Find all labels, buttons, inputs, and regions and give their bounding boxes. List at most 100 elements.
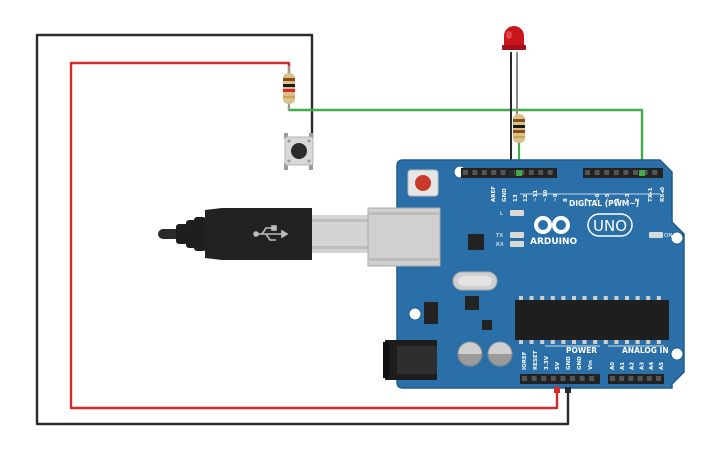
header-pin[interactable] xyxy=(619,376,625,381)
button-leg xyxy=(284,163,288,170)
brand-text: ARDUINO xyxy=(530,237,578,247)
header-pin[interactable] xyxy=(585,170,590,175)
resistor-a-band-3 xyxy=(283,89,295,92)
header-pin[interactable] xyxy=(637,376,643,381)
resistor-a-band-2 xyxy=(283,84,295,87)
wire-red-5v[interactable] xyxy=(69,61,559,410)
header-pin[interactable] xyxy=(531,376,537,381)
resistor-b[interactable] xyxy=(513,114,525,143)
pin-2-connection xyxy=(639,170,645,176)
usb-cable[interactable] xyxy=(158,208,368,260)
header-pin[interactable] xyxy=(547,170,553,175)
reset-button-cap xyxy=(415,175,431,191)
digital-header-right xyxy=(583,168,663,178)
power-pin-label: Vin xyxy=(588,360,594,370)
digital-pin-label: ~5 xyxy=(605,193,611,202)
header-pin[interactable] xyxy=(541,376,547,381)
header-pin[interactable] xyxy=(491,170,497,175)
header-pin[interactable] xyxy=(560,376,566,381)
header-pin[interactable] xyxy=(604,170,610,175)
header-pin[interactable] xyxy=(570,376,575,381)
atmega-pins xyxy=(519,296,661,344)
label-on: ON xyxy=(664,233,672,239)
header-pin[interactable] xyxy=(613,170,619,175)
header-pin[interactable] xyxy=(579,376,585,381)
digital-pin-label: ~11 xyxy=(533,190,539,202)
power-pin-label: 5V xyxy=(555,361,561,370)
led-rim xyxy=(502,45,526,50)
mounting-hole xyxy=(408,307,422,321)
wire-connections xyxy=(508,170,645,393)
small-chip xyxy=(465,296,479,310)
header-pin[interactable] xyxy=(522,376,527,381)
analog-pin-label: A4 xyxy=(649,362,655,370)
power-label: POWER xyxy=(566,346,597,355)
header-pin[interactable] xyxy=(550,376,556,381)
resistor-b-band-2 xyxy=(513,125,525,128)
digital-pin-label: GND xyxy=(502,188,508,202)
button-cap xyxy=(291,143,307,159)
resistor-a-band-1 xyxy=(283,78,295,81)
led-rx-indicator xyxy=(510,241,524,247)
analog-pin-label: A5 xyxy=(659,362,665,370)
digital-pin-label: ~3 xyxy=(625,193,631,202)
header-pin[interactable] xyxy=(628,376,634,381)
header-pin[interactable] xyxy=(528,170,534,175)
digital-pin-label: ~10 xyxy=(543,190,549,202)
header-pin[interactable] xyxy=(538,170,544,175)
model-text: UNO xyxy=(593,217,627,235)
usb-symbol-icon xyxy=(253,225,289,241)
header-pin[interactable] xyxy=(652,170,658,175)
header-pin[interactable] xyxy=(656,376,661,381)
power-pin-label: GND xyxy=(566,356,572,370)
header-pin[interactable] xyxy=(623,170,629,175)
analog-pin-label: A2 xyxy=(630,362,636,370)
label-l: L xyxy=(500,211,504,217)
header-pin[interactable] xyxy=(646,376,652,381)
power-pin-label: 3.3V xyxy=(544,355,550,370)
header-pin[interactable] xyxy=(463,170,468,175)
digital-pin-label: 12 xyxy=(523,194,529,202)
header-pin[interactable] xyxy=(481,170,487,175)
power-pin-label: GND xyxy=(577,356,583,370)
digital-pin-label: RX◂0 xyxy=(660,187,666,202)
atmega-chip xyxy=(515,300,669,340)
digital-pin-label: ~6 xyxy=(595,193,601,202)
wire-black-gnd[interactable] xyxy=(35,33,570,426)
pin-13-connection xyxy=(516,170,522,176)
led-highlight xyxy=(506,31,512,39)
usb-port xyxy=(367,207,441,267)
header-pin[interactable] xyxy=(589,376,595,381)
led[interactable] xyxy=(502,26,526,50)
header-pin[interactable] xyxy=(472,170,478,175)
analog-label: ANALOG IN xyxy=(622,346,669,355)
voltage-regulator xyxy=(424,302,438,324)
resistor-b-band-4 xyxy=(513,136,525,138)
uno-badge xyxy=(587,213,633,237)
digital-pin-label: AREF xyxy=(491,186,497,202)
header-pin[interactable] xyxy=(642,170,648,175)
header-pin[interactable] xyxy=(500,170,506,175)
header-pin[interactable] xyxy=(594,170,600,175)
mounting-hole xyxy=(670,231,684,245)
led-on-indicator xyxy=(649,232,663,238)
resistor-a[interactable] xyxy=(283,66,295,110)
usb-cord xyxy=(158,229,180,239)
analog-pin-label: A3 xyxy=(639,362,645,370)
header-pin[interactable] xyxy=(633,170,638,175)
power-pin-label: RESET xyxy=(533,350,539,370)
pin-gnd-top-connection xyxy=(508,170,514,176)
pushbutton[interactable] xyxy=(284,133,314,170)
resistor-b-band-1 xyxy=(513,119,525,122)
bottom-header-pins xyxy=(522,376,661,381)
led-l-indicator xyxy=(510,210,524,216)
resistor-a-band-4 xyxy=(283,96,295,98)
header-pin[interactable] xyxy=(610,376,615,381)
led-tx-indicator xyxy=(510,232,524,238)
button-leg xyxy=(309,133,313,139)
button-leg xyxy=(284,133,288,139)
arduino-logo-icon xyxy=(534,216,570,234)
